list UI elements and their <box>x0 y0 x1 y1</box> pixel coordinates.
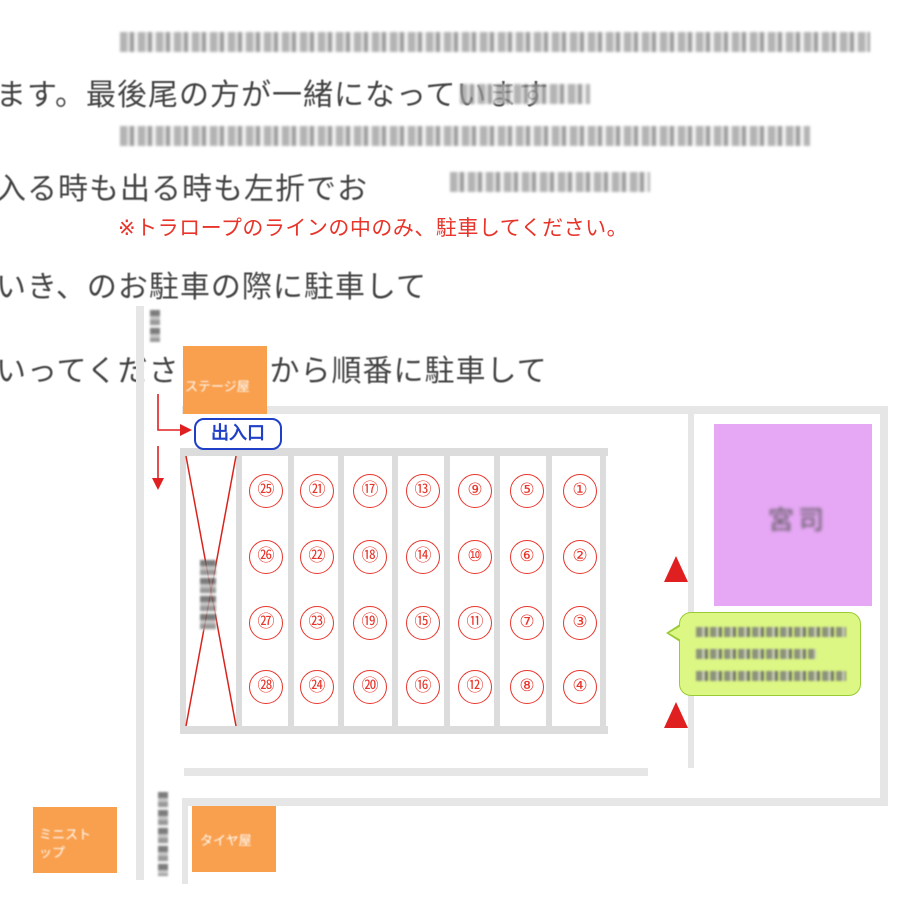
ghost-text-line: いき、のお駐車の際に駐車して <box>0 270 427 305</box>
blurred-text-line <box>120 126 810 146</box>
blurred-label-vertical <box>200 560 216 630</box>
entrance-arrows <box>152 394 192 490</box>
ghost-text-line: いってください。①から順番に駐車して <box>0 354 548 389</box>
shrine-building: 宮司 <box>714 424 872 606</box>
stall-divider <box>600 448 606 732</box>
stage-building-label: ステージ屋 <box>185 380 250 395</box>
blurred-label-vertical <box>158 792 168 876</box>
blurred-text-line <box>120 32 870 52</box>
stall-number: ⑧ <box>510 670 544 704</box>
stall-number: ㉔ <box>300 670 334 704</box>
blurred-text-line <box>460 84 590 104</box>
stall-number: ㉖ <box>249 540 283 574</box>
stage-building: ステージ屋 <box>183 346 267 414</box>
stall-divider <box>338 448 344 732</box>
stall-number: ④ <box>563 670 597 704</box>
mini-stop-building: ミニストップ <box>33 807 117 873</box>
stall-number: ⑳ <box>353 670 387 704</box>
stall-number: ⑦ <box>510 606 544 640</box>
stall-number: ⑱ <box>353 540 387 574</box>
stall-divider <box>444 448 450 732</box>
shrine-label: 宮司 <box>768 506 829 536</box>
stall-number: ⑩ <box>458 540 492 574</box>
stall-divider <box>288 448 294 732</box>
stall-number: ⑭ <box>406 540 440 574</box>
stall-number: ⑰ <box>353 474 387 508</box>
mini-stop-label: ミニストップ <box>39 828 92 861</box>
stall-number: ⑪ <box>458 606 492 640</box>
stall-number: ⑥ <box>510 540 544 574</box>
stall-number: ㉓ <box>300 606 334 640</box>
road-right <box>880 406 888 806</box>
ghost-text-line: 入る時も出る時も左折でお <box>0 172 368 207</box>
tire-shop-building: タイヤ屋 <box>192 806 276 872</box>
entrance-exit-label: 出入口 <box>194 418 282 450</box>
road-lower-left <box>182 800 188 884</box>
blurred-bubble-text <box>696 627 846 637</box>
stall-number: ⑮ <box>406 606 440 640</box>
inner-road <box>184 768 648 776</box>
stall-number: ② <box>563 540 597 574</box>
parking-notice: ※トラロープのラインの中のみ、駐車してください。 <box>118 216 629 240</box>
stall-number: ⑤ <box>510 474 544 508</box>
road-bottom <box>182 798 888 806</box>
speech-bubble <box>679 612 861 696</box>
road-top <box>182 406 888 414</box>
stall-divider <box>494 448 500 732</box>
tire-shop-label: タイヤ屋 <box>200 834 252 849</box>
stall-number: ③ <box>563 606 597 640</box>
stall-number: ⑲ <box>353 606 387 640</box>
stall-number: ㉒ <box>300 540 334 574</box>
speech-bubble-tail-fill <box>669 626 681 640</box>
stall-number: ⑬ <box>406 474 440 508</box>
stall-divider <box>546 448 552 732</box>
direction-arrow-up <box>664 702 688 728</box>
stall-divider <box>236 448 242 732</box>
stall-number: ㉑ <box>300 474 334 508</box>
stall-number: ㉘ <box>249 670 283 704</box>
stall-number: ㉗ <box>249 606 283 640</box>
stall-number: ① <box>563 474 597 508</box>
direction-arrow-up <box>664 556 688 582</box>
stall-divider <box>392 448 398 732</box>
ghost-text-line: ます。最後尾の方が一緒になっています <box>0 78 550 113</box>
blurred-label-vertical <box>150 310 160 342</box>
stall-number: ⑨ <box>458 474 492 508</box>
blurred-bubble-text <box>696 671 846 681</box>
blurred-bubble-text <box>696 649 816 659</box>
stall-number: ㉕ <box>249 474 283 508</box>
stall-number: ⑯ <box>406 670 440 704</box>
stall-number: ⑫ <box>458 670 492 704</box>
divider-right <box>688 414 694 768</box>
road-left <box>136 306 144 880</box>
stall-divider <box>180 448 186 732</box>
blurred-text-line <box>450 172 650 192</box>
entrance-exit-text: 出入口 <box>211 423 265 444</box>
